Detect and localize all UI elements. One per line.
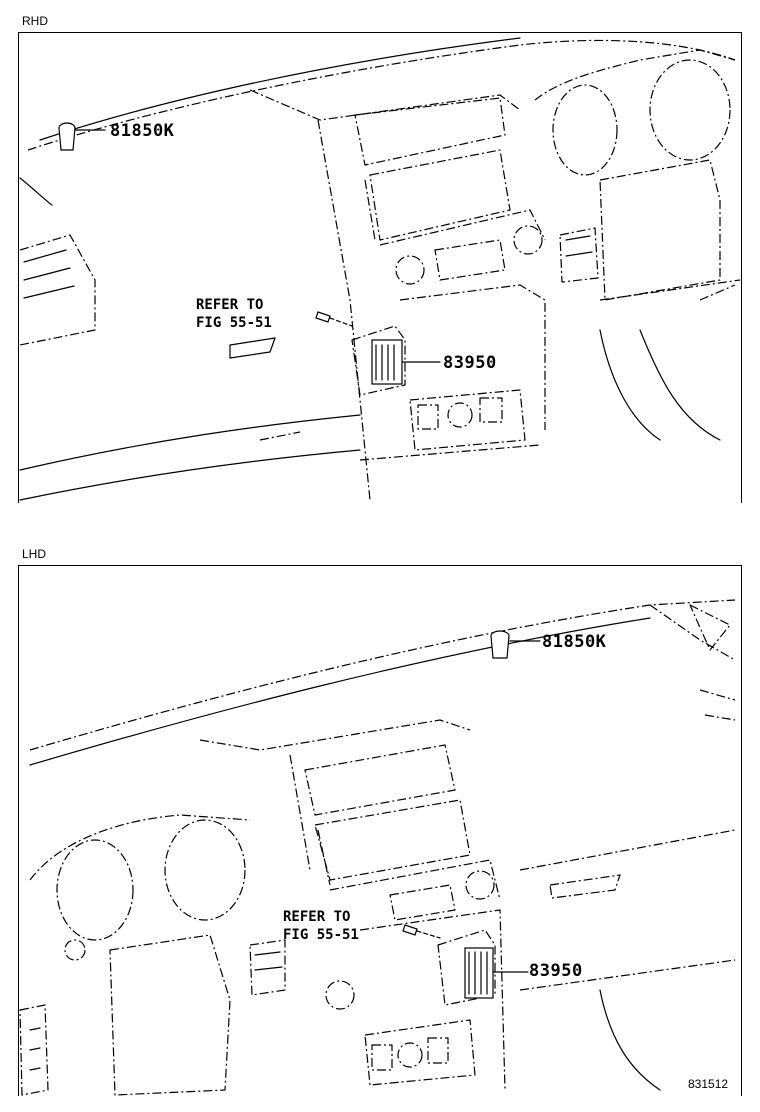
lhd-reference-note: REFER TO FIG 55-51 <box>283 908 359 944</box>
rhd-section-label: RHD <box>22 14 48 28</box>
lhd-part-83950-label: 83950 <box>529 961 583 981</box>
rhd-part-83950-label: 83950 <box>443 353 497 373</box>
rhd-part-81850k-label: 81850K <box>110 121 175 141</box>
lhd-frame <box>18 565 742 1096</box>
lhd-reference-line1: REFER TO <box>283 909 351 925</box>
rhd-reference-note: REFER TO FIG 55-51 <box>196 296 272 332</box>
rhd-frame <box>18 32 742 503</box>
lhd-section-label: LHD <box>22 547 47 561</box>
rhd-reference-line2: FIG 55-51 <box>196 315 272 331</box>
figure-number: 831512 <box>688 1077 729 1091</box>
lhd-part-81850k-label: 81850K <box>542 632 607 652</box>
rhd-reference-line1: REFER TO <box>196 297 264 313</box>
lhd-reference-line2: FIG 55-51 <box>283 927 359 943</box>
rhd-dashboard-drawing <box>19 37 741 501</box>
